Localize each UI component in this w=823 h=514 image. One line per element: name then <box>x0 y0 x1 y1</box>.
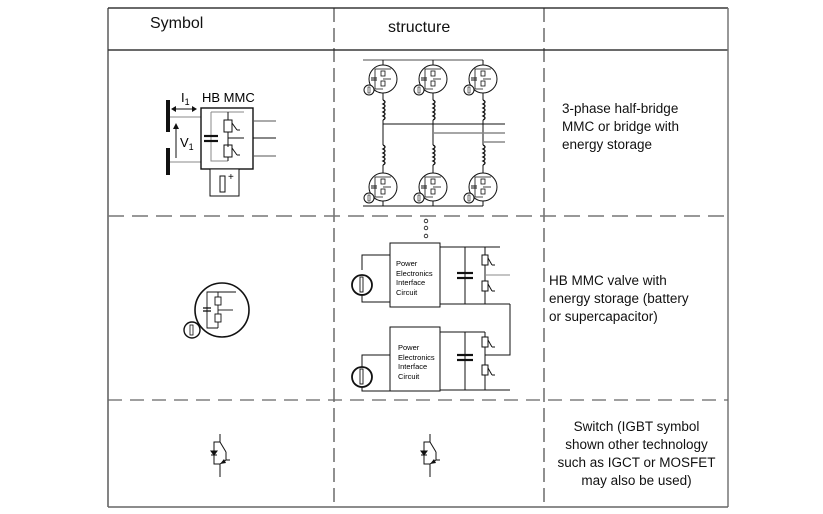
upper-module <box>351 242 511 356</box>
submodule-switch-lower <box>380 80 386 87</box>
row3-description: Switch (IGBT symbol shown other technolo… <box>545 418 728 490</box>
continuation-dot <box>423 218 429 224</box>
battery-icon <box>219 175 226 193</box>
lower-arm-inductor <box>431 144 436 166</box>
battery-plus-label: + <box>228 172 234 183</box>
pe-label-lower-4: Circuit <box>398 372 420 381</box>
pe-label-upper-1: Power <box>396 259 418 268</box>
valve-structure: Power Electronics Interface Circuit Powe… <box>351 218 511 392</box>
continuation-dot <box>423 233 429 239</box>
battery-source-icon-upper <box>351 274 373 296</box>
igbt-symbol-icon <box>210 434 230 477</box>
submodule-wiring <box>374 68 391 90</box>
submodule-switch-upper <box>480 178 486 185</box>
header-structure: structure <box>388 19 451 36</box>
voltage-label: V1 <box>180 135 194 152</box>
pe-interface-block-lower <box>389 326 441 392</box>
row2-desc-line: energy storage (battery <box>549 291 689 306</box>
submodule-switch-lower <box>480 188 486 195</box>
row1-desc-line: MMC or bridge with <box>562 119 680 134</box>
pe-label-upper-2: Electronics <box>396 269 433 278</box>
pe-label-lower-3: Interface <box>398 362 427 371</box>
submodule-wiring <box>424 176 441 198</box>
submodule-battery-icon <box>463 192 475 204</box>
row3-desc-line: Switch (IGBT symbol <box>573 419 700 434</box>
submodule-battery-cell <box>417 86 421 94</box>
submodule-switch-upper <box>480 70 486 77</box>
row1-desc-line: energy storage <box>562 137 653 152</box>
row2-description: HB MMC valve with energy storage (batter… <box>549 272 689 326</box>
row3-desc-line: such as IGCT or MOSFET <box>557 455 716 470</box>
current-label: I1 <box>181 90 190 107</box>
submodule-battery-cell <box>417 194 421 202</box>
continuation-dot <box>423 225 429 231</box>
submodule-switch-upper <box>380 70 386 77</box>
submodule-battery-icon <box>413 192 425 204</box>
pe-label-upper-3: Interface <box>396 278 425 287</box>
hb-mmc-title: HB MMC <box>202 90 255 105</box>
submodule-wiring <box>424 68 441 90</box>
mmc-box <box>200 107 254 170</box>
pe-label-upper-4: Circuit <box>396 288 418 297</box>
submodule-battery-icon <box>413 84 425 96</box>
row3-desc-line: shown other technology <box>565 437 708 452</box>
igbt-structure-icon <box>420 434 440 477</box>
submodule-switch-lower <box>430 188 436 195</box>
row2-desc-line: or supercapacitor) <box>549 309 658 324</box>
lower-module <box>351 326 510 392</box>
row3-desc-line: may also be used) <box>581 473 692 488</box>
submodule-wiring <box>474 68 491 90</box>
row1-description: 3-phase half-bridge MMC or bridge with e… <box>562 100 679 154</box>
lower-arm-inductor <box>381 144 386 166</box>
upper-arm-inductor <box>381 99 386 121</box>
submodule-switch-lower <box>380 188 386 195</box>
submodule-switch-upper <box>430 178 436 185</box>
submodule-switch-upper <box>380 178 386 185</box>
submodule-battery-cell <box>467 194 471 202</box>
pe-interface-block-upper <box>389 242 441 308</box>
submodule-battery-cell <box>467 86 471 94</box>
row2-desc-line: HB MMC valve with <box>549 273 667 288</box>
submodule-switch-lower <box>430 80 436 87</box>
submodule-wiring <box>474 176 491 198</box>
three-phase-mmc-structure <box>363 59 505 207</box>
pe-label-lower-1: Power <box>398 343 420 352</box>
submodule-battery-icon <box>363 84 375 96</box>
igbt-pair-icon <box>223 112 244 161</box>
submodule-battery-cell <box>367 86 371 94</box>
header-symbol: Symbol <box>150 15 204 32</box>
submodule-battery-icon <box>363 192 375 204</box>
submodule-wiring <box>374 176 391 198</box>
submodule-battery-icon <box>463 84 475 96</box>
submodule-switch-upper <box>430 70 436 77</box>
submodule-battery-cell <box>367 194 371 202</box>
upper-arm-inductor <box>431 99 436 121</box>
row1-desc-line: 3-phase half-bridge <box>562 101 679 116</box>
upper-arm-inductor <box>481 99 486 121</box>
hb-mmc-valve-symbol <box>183 282 250 339</box>
submodule-switch-lower <box>480 80 486 87</box>
battery-source-icon-lower <box>351 366 373 388</box>
lower-arm-inductor <box>481 144 486 166</box>
pe-label-lower-2: Electronics <box>398 353 435 362</box>
hb-mmc-symbol: I1 V1 HB MMC + <box>166 90 276 197</box>
